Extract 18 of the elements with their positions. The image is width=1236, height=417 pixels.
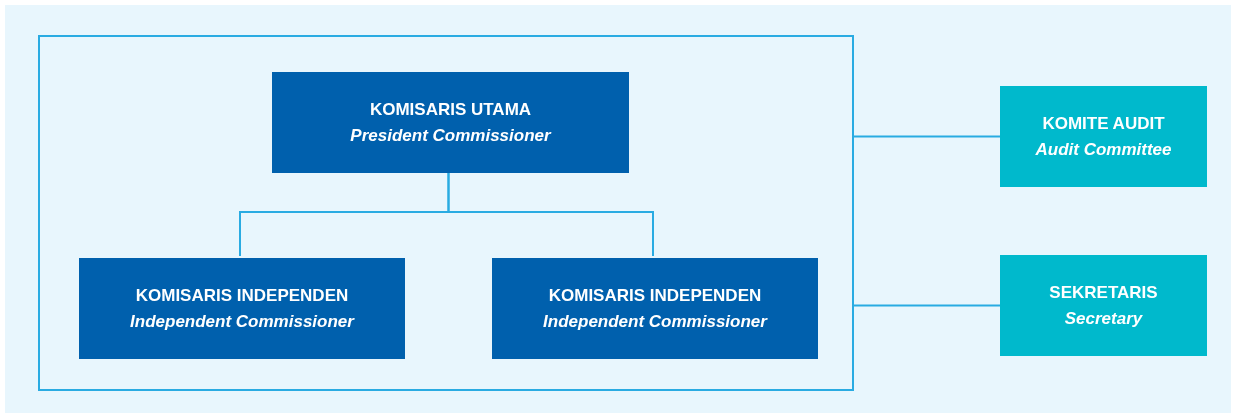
commissioner-box [79, 258, 405, 359]
commissioner-box [492, 258, 818, 359]
frame-box [38, 35, 854, 391]
committee-box [1000, 86, 1207, 187]
box-subtitle: Independent Commissioner [543, 310, 767, 333]
box-subtitle: Audit Committee [1035, 138, 1172, 161]
connector-line [853, 304, 1001, 307]
box-subtitle: Secretary [1064, 307, 1143, 330]
committee-box [1000, 255, 1207, 356]
connector-line [853, 135, 1001, 138]
box-title: SEKRETARIS [1049, 281, 1158, 304]
box-title: KOMISARIS UTAMA [369, 98, 532, 121]
box-subtitle: President Commissioner [350, 124, 551, 147]
box-title: KOMISARIS INDEPENDEN [548, 284, 762, 307]
commissioner-box [272, 72, 629, 173]
box-title: KOMITE AUDIT [1042, 112, 1165, 135]
box-title: KOMISARIS INDEPENDEN [135, 284, 349, 307]
box-subtitle: Independent Commissioner [130, 310, 354, 333]
